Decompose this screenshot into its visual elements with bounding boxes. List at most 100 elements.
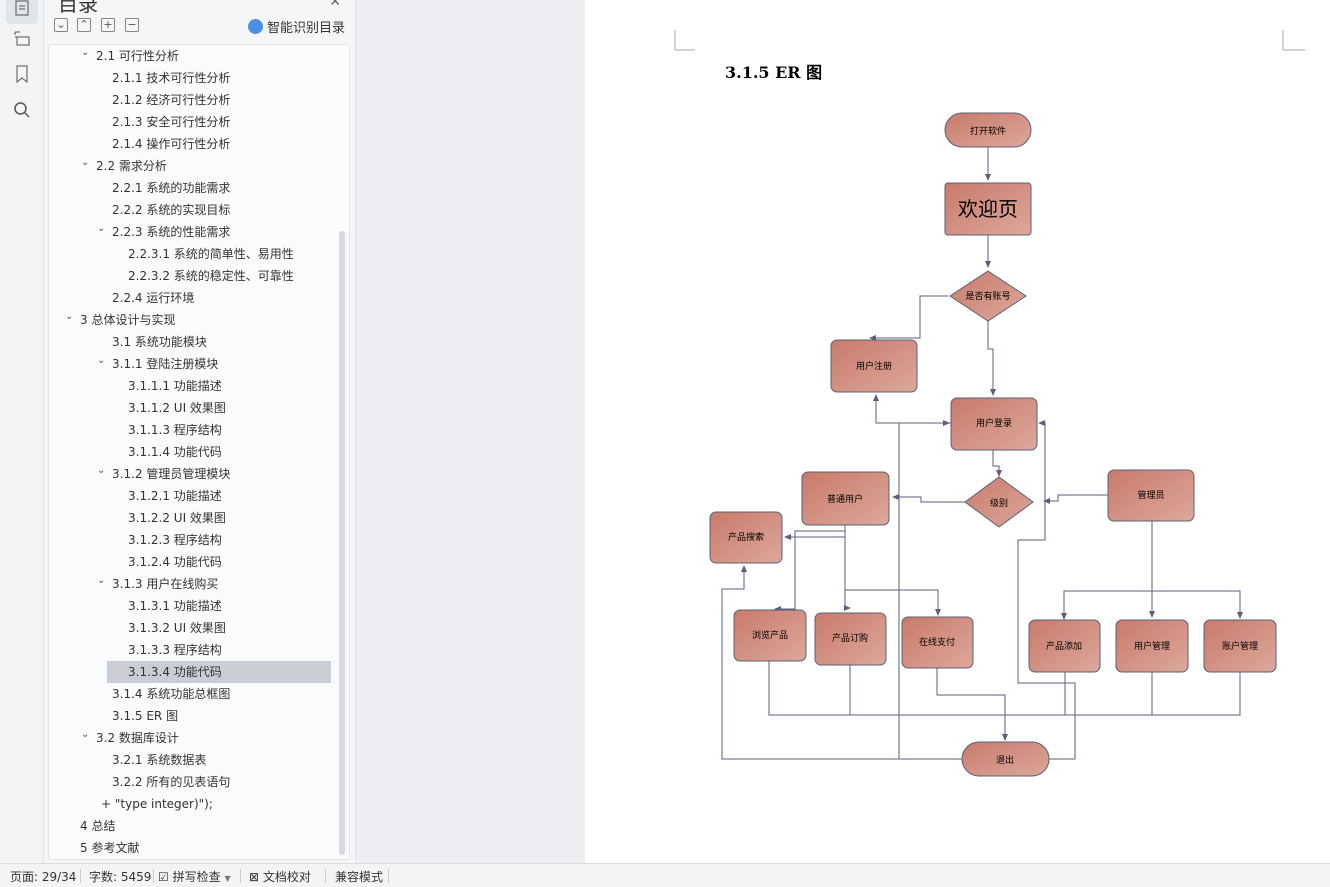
remove-level-button[interactable]: − — [125, 18, 139, 32]
svg-text:产品添加: 产品添加 — [1046, 640, 1082, 652]
svg-text:账户管理: 账户管理 — [1222, 640, 1258, 652]
toc-item[interactable]: 3.2.2 所有的见表语句 — [49, 771, 331, 793]
toc-item[interactable]: 2.2.1 系统的功能需求 — [49, 177, 331, 199]
toc-item-label: 3.1.4 系统功能总框图 — [112, 687, 231, 701]
toc-item[interactable]: 2.1.1 技术可行性分析 — [49, 67, 331, 89]
node-login: 用户登录 — [950, 397, 1038, 451]
svg-text:用户管理: 用户管理 — [1134, 640, 1170, 652]
svg-text:普通用户: 普通用户 — [827, 493, 863, 505]
toc-item[interactable]: 2.1.2 经济可行性分析 — [49, 89, 331, 111]
toc-item-label: 3.1.5 ER 图 — [112, 709, 179, 723]
toc-item-label: 4 总结 — [80, 819, 116, 833]
toc-item-label: 3 总体设计与实现 — [80, 313, 176, 327]
svg-text:浏览产品: 浏览产品 — [752, 629, 788, 641]
connectors — [721, 147, 1243, 760]
toc-item-label: 2.2 需求分析 — [96, 159, 167, 173]
spell-check-button[interactable]: ☑ 拼写检查 ▼ — [158, 868, 231, 885]
toc-item-label: 2.2.3 系统的性能需求 — [112, 225, 231, 239]
node-account-mgmt: 账户管理 — [1203, 619, 1277, 673]
er-diagram: 打开软件 欢迎页 是否有账号 用户注册 用户登录 级别 普通用户 管理员 产品搜… — [674, 30, 1305, 777]
node-user-mgmt: 用户管理 — [1115, 619, 1189, 673]
toc-item[interactable]: 3.1.4 系统功能总框图 — [49, 683, 331, 705]
svg-text:产品订购: 产品订购 — [832, 632, 868, 644]
toc-item[interactable]: 3.1 系统功能模块 — [49, 331, 331, 353]
node-browse: 浏览产品 — [733, 609, 807, 662]
toc-item-label: 3.1.2 管理员管理模块 — [112, 467, 231, 481]
toc-item[interactable]: 3.1.1.3 程序结构 — [49, 419, 331, 441]
node-order: 产品订购 — [814, 612, 887, 666]
node-register: 用户注册 — [830, 339, 918, 393]
toc-item[interactable]: 2.1.3 安全可行性分析 — [49, 111, 331, 133]
toc-item[interactable]: 2.2.4 运行环境 — [49, 287, 331, 309]
chevron-down-icon[interactable]: ⌄ — [81, 729, 90, 740]
node-has-account: 是否有账号 — [949, 270, 1027, 322]
chevron-down-icon[interactable]: ⌄ — [97, 355, 106, 366]
toc-item[interactable]: ⌄3.2 数据库设计 — [49, 727, 331, 749]
close-icon[interactable]: ✕ — [329, 0, 341, 10]
toc-item-label: 3.2.2 所有的见表语句 — [112, 775, 231, 789]
smart-toc-label: 智能识别目录 — [266, 21, 345, 36]
scrollbar[interactable] — [339, 231, 345, 855]
toc-item[interactable]: ⌄3.1.1 登陆注册模块 — [49, 353, 331, 375]
smart-toc-button[interactable]: 智能识别目录 — [247, 17, 345, 36]
toc-item[interactable]: 3.1.1.1 功能描述 — [49, 375, 331, 397]
toc-item[interactable]: 2.1.4 操作可行性分析 — [49, 133, 331, 155]
toc-item-label: 3.1.3.1 功能描述 — [128, 599, 222, 613]
node-search: 产品搜索 — [709, 511, 783, 564]
svg-text:级别: 级别 — [990, 497, 1008, 509]
toc-item[interactable]: 3.1.3.1 功能描述 — [49, 595, 331, 617]
toc-item-label: 3.1.2.1 功能描述 — [128, 489, 222, 503]
dropdown-icon[interactable]: ▼ — [224, 874, 231, 883]
toc-item[interactable]: 3.1.2.2 UI 效果图 — [49, 507, 331, 529]
toc-item[interactable]: 5 参考文献 — [49, 837, 331, 859]
chevron-down-icon[interactable]: ⌄ — [97, 465, 106, 476]
node-welcome: 欢迎页 — [944, 182, 1032, 236]
toc-item[interactable]: 3.1.3.2 UI 效果图 — [49, 617, 331, 639]
toc-item[interactable]: ⌄ 3.1.2 管理员管理模块 — [49, 463, 331, 485]
chevron-down-icon[interactable]: ⌄ — [81, 157, 90, 168]
toc-item[interactable]: 3.1.5 ER 图 — [49, 705, 331, 727]
ai-icon — [247, 19, 263, 34]
word-count[interactable]: 字数: 5459 — [89, 870, 152, 884]
svg-text:产品搜索: 产品搜索 — [728, 531, 764, 543]
search-icon[interactable] — [6, 94, 38, 126]
add-level-button[interactable]: + — [101, 18, 115, 32]
toc-item[interactable]: ⌄ 2.2 需求分析 — [49, 155, 331, 177]
expand-up-button[interactable]: ⌃ — [77, 18, 91, 32]
toc-item-label: 2.1 可行性分析 — [96, 49, 179, 63]
proof-icon: ⊠ — [249, 870, 260, 884]
chevron-down-icon[interactable]: ⌄ — [65, 311, 74, 322]
toc-item[interactable]: ⌄ 2.1 可行性分析 — [49, 45, 331, 67]
toc-item[interactable]: 3.2.1 系统数据表 — [49, 749, 331, 771]
toc-item[interactable]: 3.1.3.4 功能代码 — [107, 661, 331, 683]
toc-item[interactable]: 3.1.1.2 UI 效果图 — [49, 397, 331, 419]
collapse-all-button[interactable]: ⌄ — [54, 18, 68, 32]
toc-item[interactable]: ⌄ 3 总体设计与实现 — [49, 309, 331, 331]
toc-item-label: 2.1.4 操作可行性分析 — [112, 137, 231, 151]
toc-item[interactable]: 3.1.1.4 功能代码 — [49, 441, 331, 463]
node-open-software: 打开软件 — [944, 112, 1032, 148]
toc-item[interactable]: + "type integer)"); — [49, 793, 331, 815]
toc-item[interactable]: 3.1.2.3 程序结构 — [49, 529, 331, 551]
toc-item[interactable]: 3.1.2.1 功能描述 — [49, 485, 331, 507]
toc-item[interactable]: 3.1.3.3 程序结构 — [49, 639, 331, 661]
chevron-down-icon[interactable]: ⌄ — [97, 223, 106, 234]
bookmark-icon[interactable] — [6, 58, 38, 90]
chevron-down-icon[interactable]: ⌄ — [81, 47, 90, 58]
chevron-down-icon[interactable]: ⌄ — [97, 575, 106, 586]
page-count: 页面: 29/34 — [10, 870, 77, 884]
toc-item[interactable]: 3.1.2.4 功能代码 — [49, 551, 331, 573]
toc-item[interactable]: ⌄3.1.3 用户在线购买 — [49, 573, 331, 595]
toc-icon[interactable] — [6, 0, 38, 24]
proofread-button[interactable]: ⊠ 文档校对 — [249, 868, 311, 885]
toc-item-label: 5 参考文献 — [80, 841, 140, 855]
toc-item[interactable]: ⌄ 2.2.3 系统的性能需求 — [49, 221, 331, 243]
toc-item[interactable]: 2.2.2 系统的实现目标 — [49, 199, 331, 221]
outline-icon[interactable] — [6, 22, 38, 54]
toc-item-label: 2.2.2 系统的实现目标 — [112, 203, 231, 217]
toc-item[interactable]: 4 总结 — [49, 815, 331, 837]
toc-item[interactable]: 2.2.3.1 系统的简单性、易用性 — [49, 243, 331, 265]
toc-item[interactable]: 2.2.3.2 系统的稳定性、可靠性 — [49, 265, 331, 287]
toc-item-label: 2.1.3 安全可行性分析 — [112, 115, 231, 129]
toc-title: 目录 — [58, 0, 98, 16]
